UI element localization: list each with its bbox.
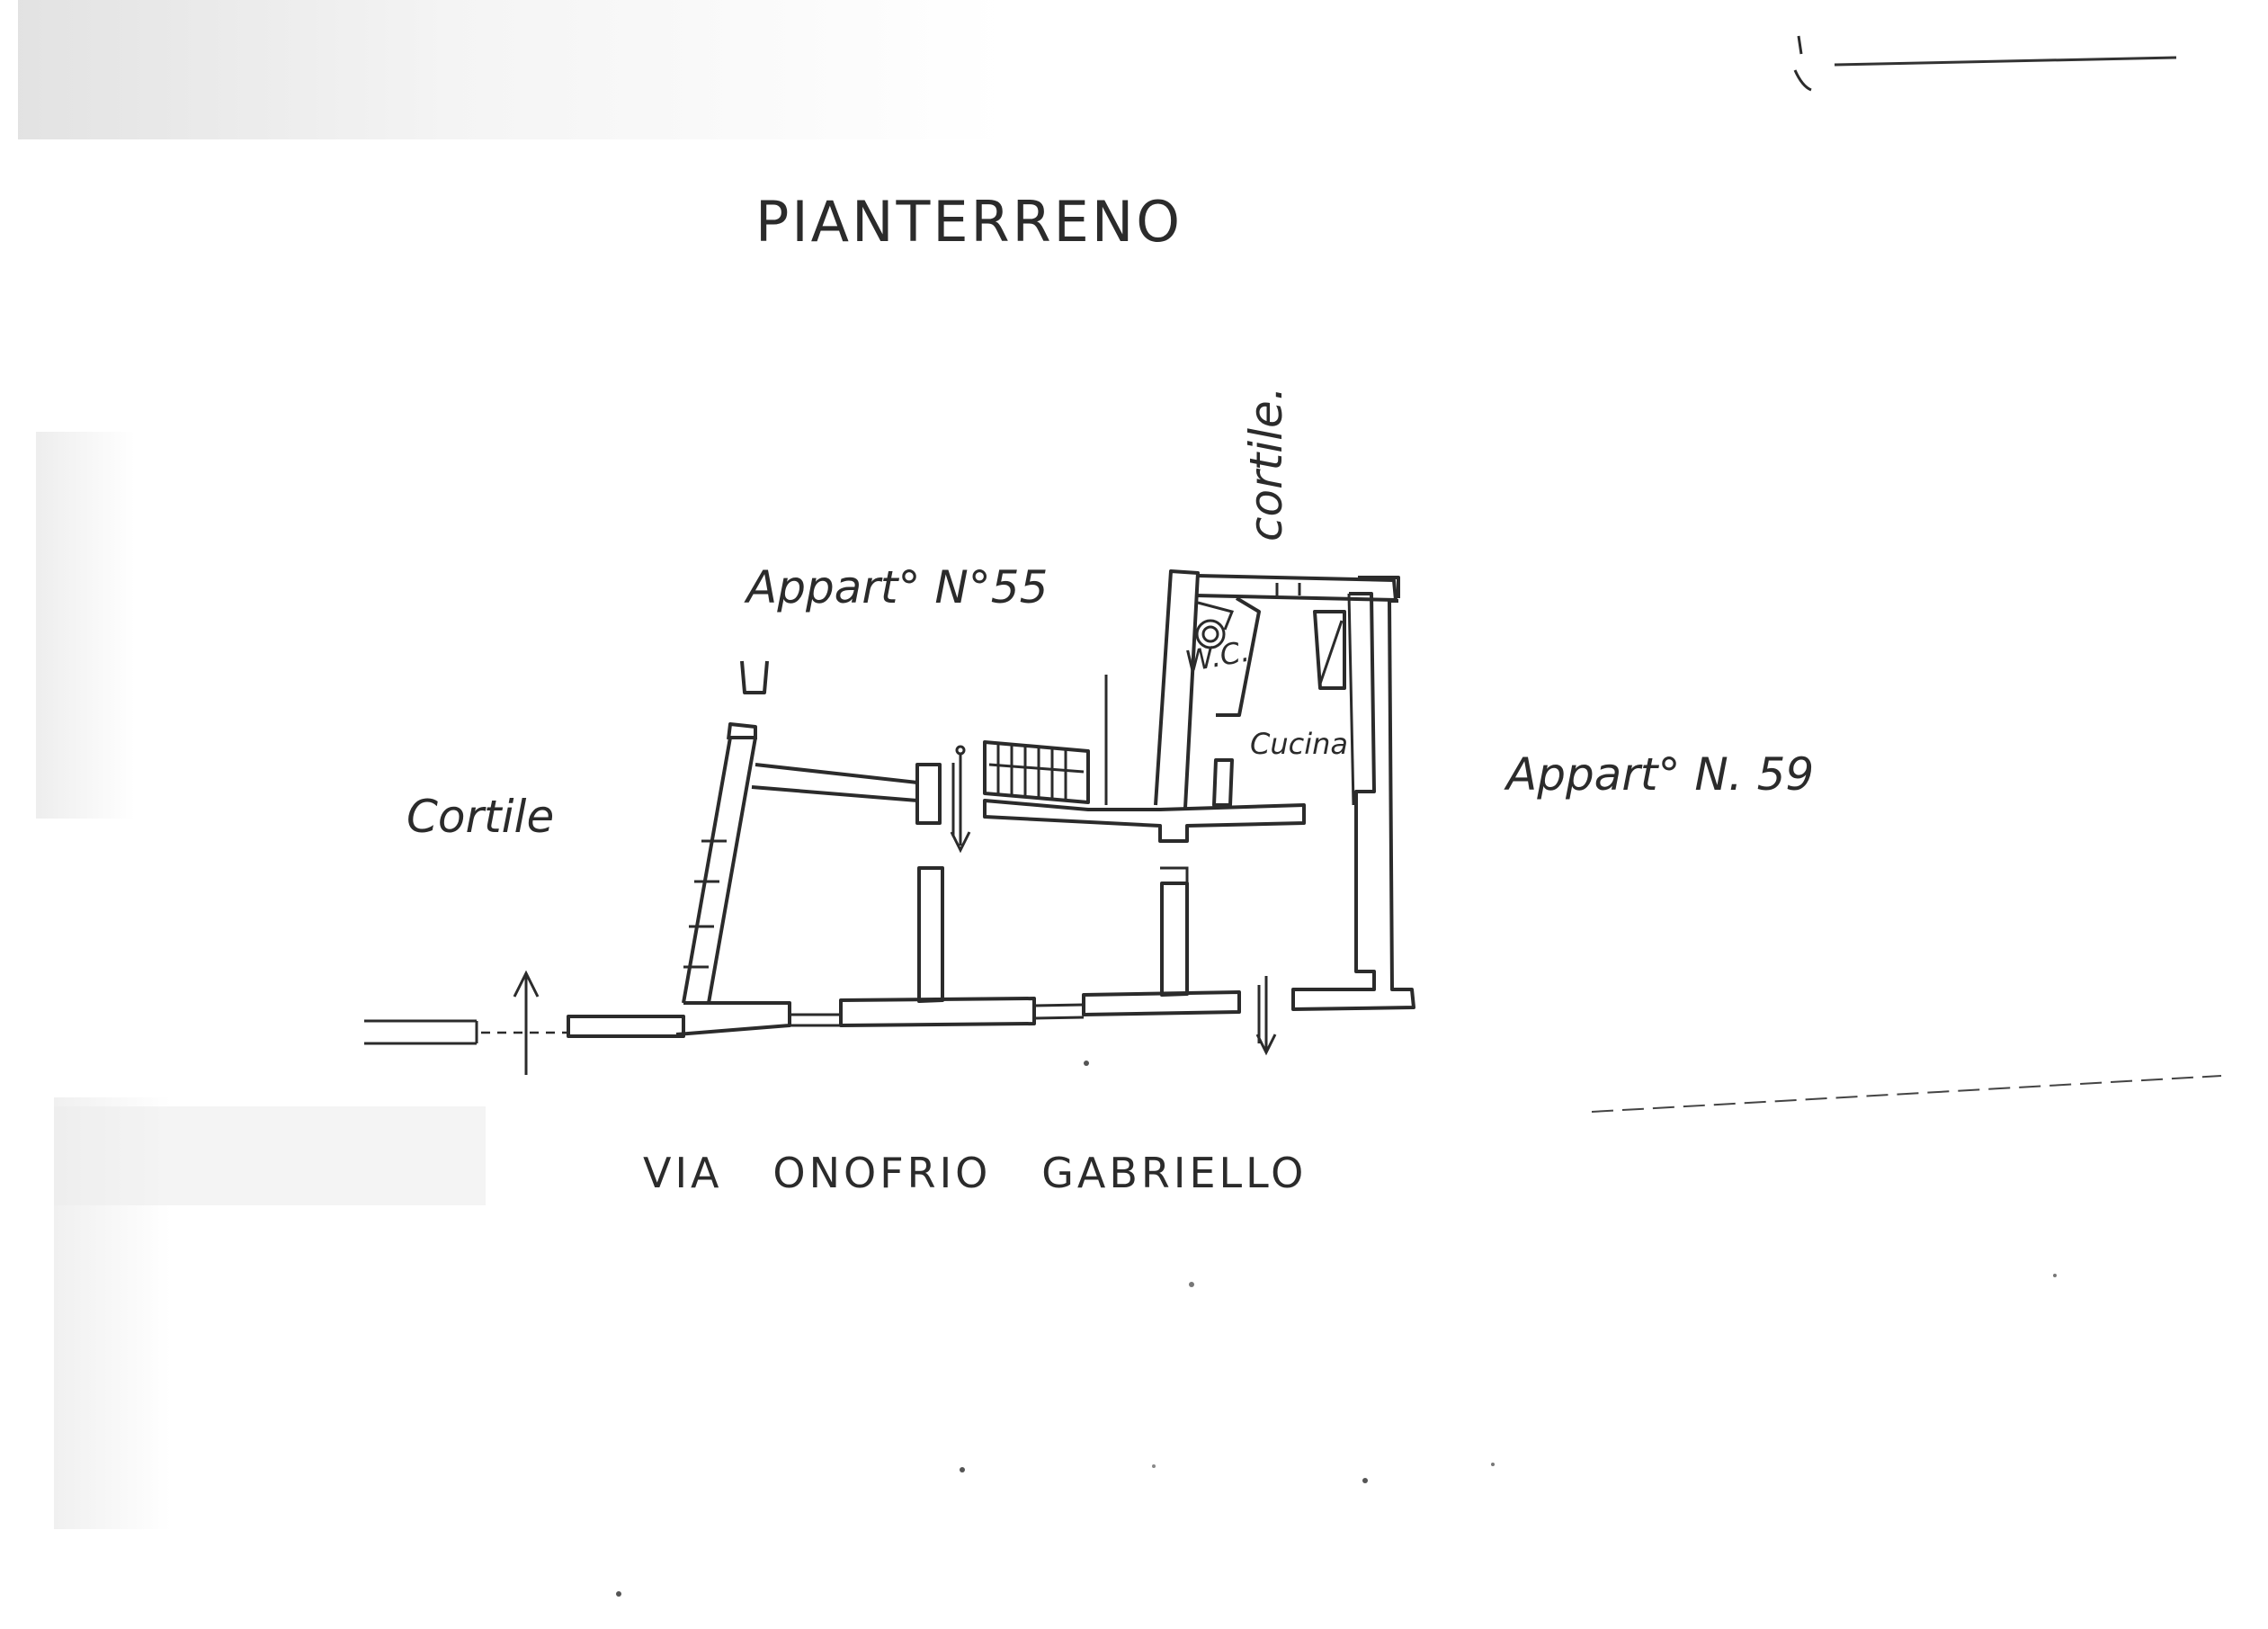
scan-specks (616, 1061, 2057, 1597)
wc-basin (1197, 601, 1235, 631)
wc-top-wall (1195, 574, 1397, 602)
label-cucina: Cucina (1250, 727, 1348, 761)
stair-outline (983, 740, 1090, 804)
partition-1 (917, 866, 944, 1003)
street-name: VIA ONOFRIO GABRIELLO (643, 1149, 1307, 1197)
partition-2 (1160, 882, 1189, 997)
inner-wall-top-left-end (915, 763, 942, 825)
label-cortile-left: Cortile (406, 791, 554, 843)
central-wall (983, 799, 1306, 843)
inner-wall-top-left (751, 763, 919, 802)
plan-title: PIANTERRENO (755, 189, 1183, 255)
label-appartamento-59: Appart° N. 59 (1504, 748, 1814, 801)
right-party-wall (1291, 592, 1415, 1011)
scan-shadow-top (18, 0, 1007, 139)
kitchen-counter-diag (1318, 620, 1344, 685)
facade-segment-3 (839, 997, 1036, 1027)
door-arrow-right-head (1255, 1034, 1277, 1056)
label-cortile-top: cortile. (1240, 386, 1292, 542)
door-arrow-mid-head (950, 831, 971, 854)
label-appartamento-55: Appart° N°55 (744, 561, 1048, 613)
scan-shadow-band (54, 1106, 486, 1205)
facade-segment-2 (675, 1001, 791, 1036)
top-right-mark (1793, 35, 1812, 92)
kitchen-counter (1313, 610, 1346, 690)
wc-partition (1216, 596, 1261, 717)
stair-direction (988, 763, 1085, 774)
top-right-line (1834, 56, 2177, 67)
left-wall-cap (727, 722, 757, 740)
scan-shadow-left (36, 432, 135, 819)
staircase (983, 675, 1108, 805)
facade-segment-1 (567, 1015, 685, 1038)
entry-arrow-left-head (513, 970, 540, 998)
wc-wall-left (1154, 569, 1200, 809)
left-wall (682, 736, 757, 1004)
wc-toilet-icon (1195, 619, 1226, 649)
kitchen-left-stub (1212, 758, 1234, 807)
facade-window-2 (1033, 1003, 1085, 1007)
street-edge (1591, 1075, 2222, 1113)
wc-top-right (1358, 576, 1400, 598)
door-arrow-mid-dot (955, 745, 966, 756)
floor-plan (364, 569, 2222, 1113)
right-wall-inner (1347, 593, 1355, 806)
wall-stub-mark (740, 660, 769, 694)
partition-2-cap (1160, 866, 1189, 883)
facade-window-2b (1033, 1016, 1085, 1020)
wc-toilet-inner (1201, 625, 1219, 643)
